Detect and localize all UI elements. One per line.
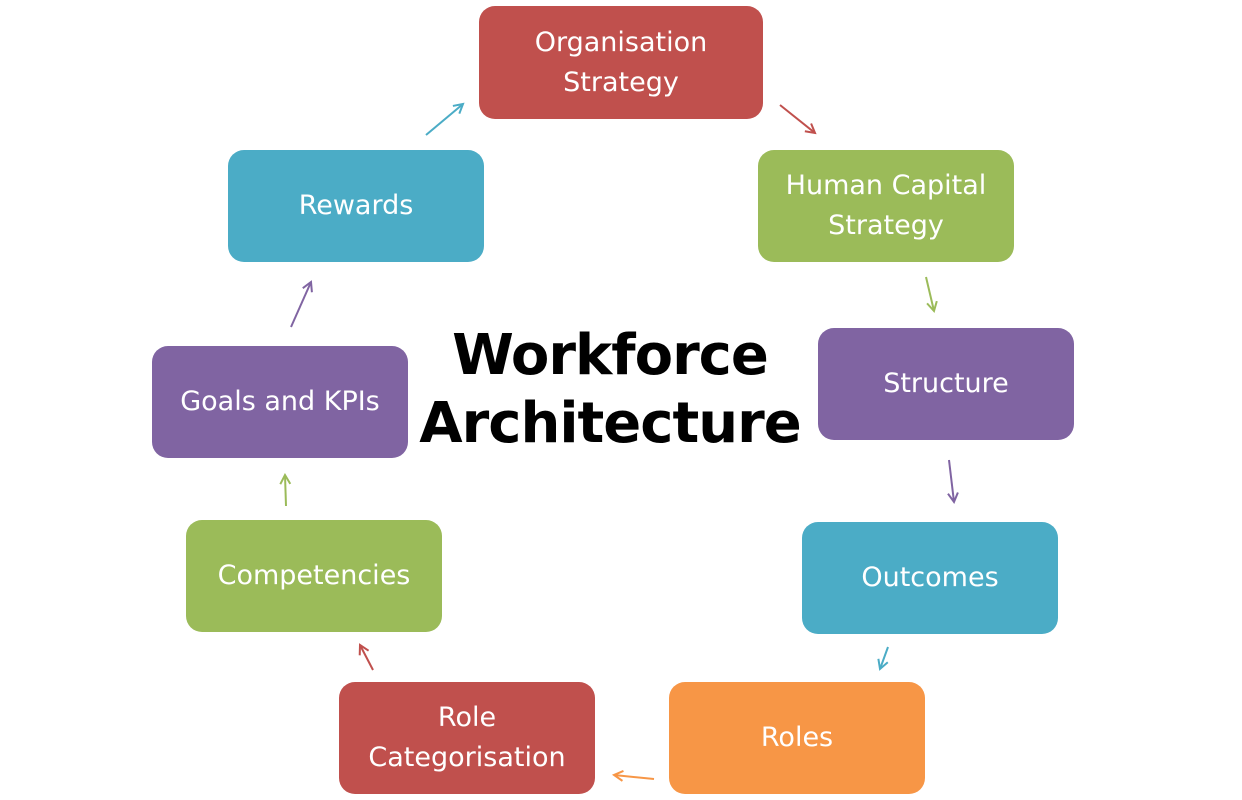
arrow-comp-to-goals [285, 475, 286, 507]
arrow-rewards-to-org [425, 104, 463, 136]
arrow-roles-to-rolecat [614, 775, 655, 779]
arrow-rolecat-to-comp [360, 645, 374, 671]
diagram-title: Workforce Architecture [419, 323, 801, 456]
arrow-structure-to-outcomes [949, 459, 954, 502]
node-competencies: Competencies [186, 520, 442, 632]
arrow-goals-to-rewards [290, 282, 311, 328]
arrow-outcomes-to-roles [880, 646, 889, 669]
node-structure: Structure [818, 328, 1074, 440]
node-roles: Roles [669, 682, 925, 794]
arrow-org-to-hc [779, 104, 815, 133]
node-role-categorisation: Role Categorisation [339, 682, 595, 794]
arrow-hc-to-structure [925, 276, 934, 311]
node-rewards: Rewards [228, 150, 484, 262]
node-goals-and-kpis: Goals and KPIs [152, 346, 408, 458]
node-organisation-strategy: Organisation Strategy [479, 6, 763, 119]
node-outcomes: Outcomes [802, 522, 1058, 634]
node-human-capital-strategy: Human Capital Strategy [758, 150, 1014, 262]
